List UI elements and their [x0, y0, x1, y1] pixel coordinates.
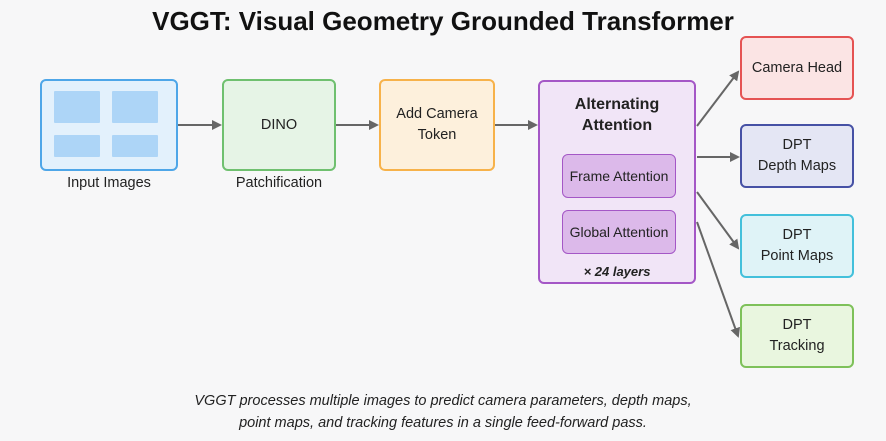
global-attention-box: Global Attention [562, 210, 676, 254]
alternating-attention-title: Alternating Attention [574, 96, 660, 134]
arrow-to-camera-head [696, 70, 740, 127]
caption-line-2: point maps, and tracking features in a s… [239, 415, 647, 431]
input-images-box [40, 79, 178, 171]
arrow-to-tracking [696, 221, 740, 338]
add-camera-token-box: Add Camera Token [379, 79, 495, 171]
camera-head-box: Camera Head [740, 36, 854, 100]
arrow-to-point-maps [696, 191, 740, 250]
patchification-label: Patchification [235, 175, 323, 191]
input-images-label: Input Images [67, 175, 151, 191]
image-tile-icon [112, 91, 158, 123]
dino-box: DINO [222, 79, 336, 171]
caption-line-1: VGGT processes multiple images to predic… [194, 393, 692, 409]
alternating-attention-block: Alternating Attention Frame Attention Gl… [538, 80, 696, 284]
image-tile-icon [54, 91, 100, 123]
tracking-box: DPT Tracking [740, 304, 854, 368]
frame-attention-box: Frame Attention [562, 154, 676, 198]
point-maps-box: DPT Point Maps [740, 214, 854, 278]
depth-maps-box: DPT Depth Maps [740, 124, 854, 188]
layer-count-label: × 24 layers [583, 264, 651, 279]
image-tile-icon [112, 135, 158, 157]
diagram-title: VGGT: Visual Geometry Grounded Transform… [152, 6, 734, 36]
image-tile-icon [54, 135, 100, 157]
diagram-caption: VGGT processes multiple images to predic… [0, 390, 886, 434]
